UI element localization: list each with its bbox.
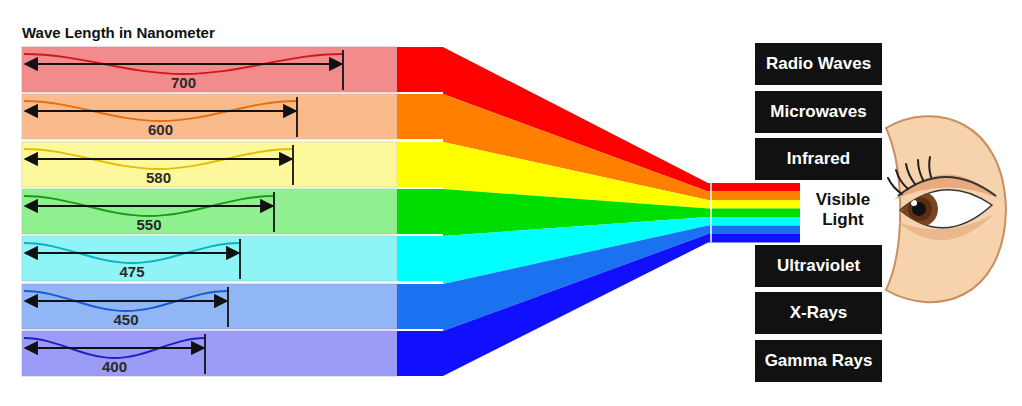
eye-illustration xyxy=(886,116,1006,302)
sine-waves xyxy=(24,54,343,358)
wavelength-band: 600 xyxy=(22,94,397,139)
wavelength-value: 700 xyxy=(171,74,196,91)
spectrum-name: X-Rays xyxy=(790,303,848,323)
spectrum-name: Ultraviolet xyxy=(777,256,860,276)
band-fills xyxy=(22,47,397,376)
color-fan xyxy=(443,47,708,376)
wavelength-band: 400 xyxy=(22,331,397,376)
band-label: Visible Light xyxy=(804,190,882,230)
mini-rainbow xyxy=(708,183,800,243)
spectrum-name: Gamma Rays xyxy=(765,351,873,371)
diagram-title: Wave Length in Nanometer xyxy=(22,24,215,42)
spectrum-name: Radio Waves xyxy=(766,54,871,74)
wavelength-band: 580 xyxy=(22,142,397,187)
spectrum-box: Radio Waves xyxy=(755,43,882,85)
spectrum-box: Microwaves xyxy=(755,91,882,133)
wavelength-band: 550 xyxy=(22,189,397,234)
wavelength-value: 475 xyxy=(119,263,144,280)
spectrum-box: Gamma Rays xyxy=(755,340,882,382)
solid-color-column xyxy=(397,47,443,376)
wavelength-band: 450 xyxy=(22,284,397,329)
spectrum-box: X-Rays xyxy=(755,292,882,334)
wavelength-value: 600 xyxy=(148,121,173,138)
wavelength-band: 475 xyxy=(22,236,397,281)
wavelength-band: 700 xyxy=(22,47,397,92)
spectrum-box: Infrared xyxy=(755,138,882,180)
wavelength-value: 450 xyxy=(113,311,138,328)
wavelength-value: 580 xyxy=(146,169,171,186)
wavelength-arrows xyxy=(25,50,343,374)
wavelength-value: 550 xyxy=(136,216,161,233)
spectrum-box: Ultraviolet xyxy=(755,245,882,287)
spectrum-name: Microwaves xyxy=(770,102,866,122)
spectrum-name: Infrared xyxy=(787,149,850,169)
wavelength-value: 400 xyxy=(102,358,127,375)
